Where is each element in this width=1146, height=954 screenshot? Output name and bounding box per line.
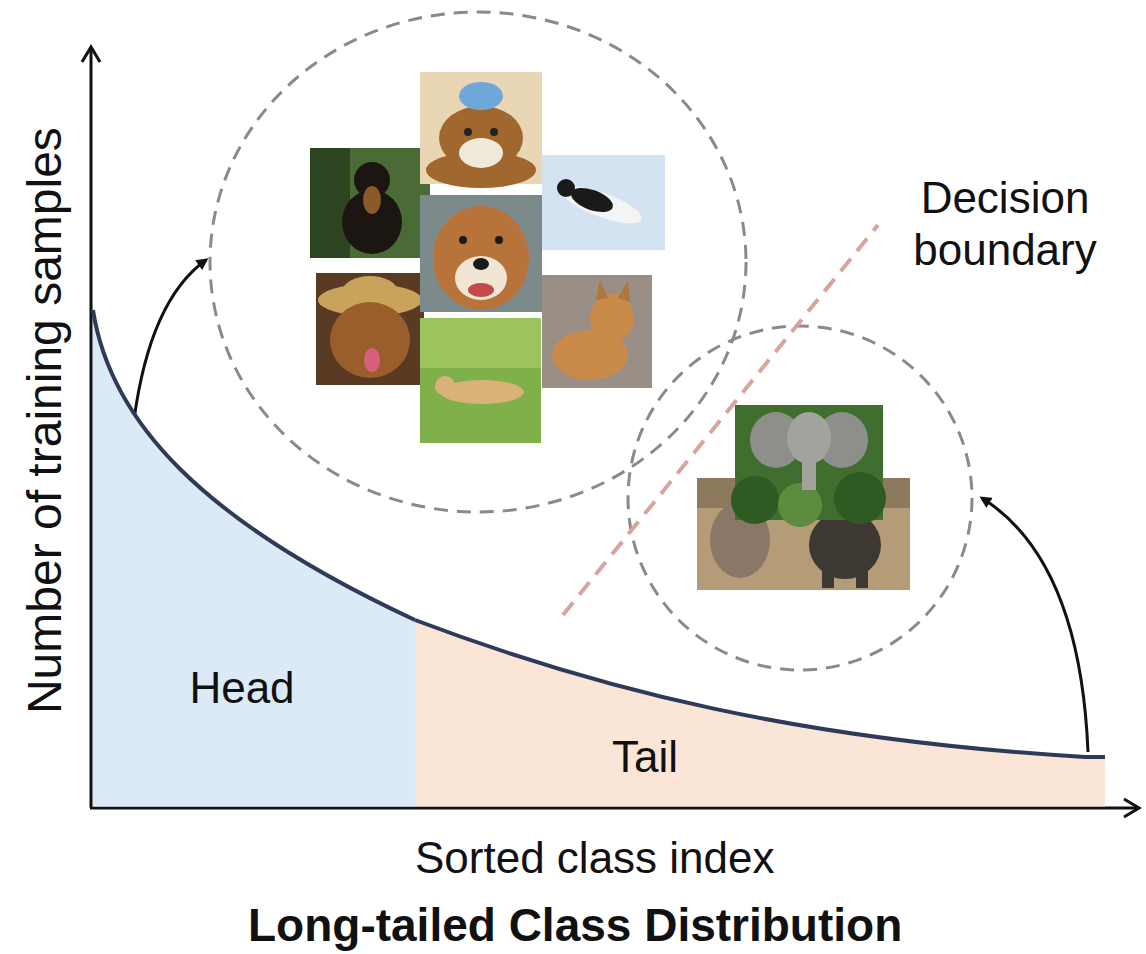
dog-photo <box>542 275 652 388</box>
dog-photo-part <box>468 283 494 297</box>
dog-photo-part <box>557 179 575 197</box>
dog-photo <box>420 318 541 443</box>
axes-part <box>90 807 1138 810</box>
dog-photo-part <box>420 318 541 368</box>
dog-photo-part <box>330 302 410 378</box>
dog-photo <box>310 148 430 258</box>
dashed-cluster-part <box>210 12 746 512</box>
dog-photo-part <box>464 128 472 136</box>
dog-photo-part <box>495 236 503 244</box>
dog-photo <box>542 155 665 250</box>
leader-arrow <box>134 260 1088 752</box>
annotation-label: Decision boundary <box>895 172 1115 276</box>
dog-photo-part <box>459 138 503 168</box>
figure-caption: Long-tailed Class Distribution <box>248 899 902 952</box>
dashed-cluster-part <box>628 326 972 670</box>
dog-photo-part <box>420 195 542 312</box>
distribution-curve <box>415 620 1105 757</box>
distribution-curve <box>93 310 415 620</box>
axis-title: Number of training samples <box>16 127 71 714</box>
dog-photo-part <box>568 183 616 217</box>
dog-photo-part <box>316 273 424 385</box>
region-label: Tail <box>612 732 678 783</box>
dog-photo-part <box>473 258 489 270</box>
dog-photo-part <box>310 148 430 258</box>
elephant-photo-part <box>856 560 868 588</box>
axis-title: Sorted class index <box>415 833 775 884</box>
tail-region-shape <box>415 600 1107 808</box>
dog-photo-part <box>455 256 507 300</box>
head-region: Head <box>92 300 415 808</box>
axes <box>90 48 1138 808</box>
region-fill <box>415 620 1105 807</box>
dog-photo <box>420 195 542 312</box>
dashed-cluster <box>210 12 972 670</box>
elephant-photo-part <box>822 560 834 588</box>
dog-photo-part <box>439 106 523 170</box>
dog-photo-part <box>364 348 380 372</box>
leader-arrow-part <box>982 498 1088 752</box>
dog-photo-part <box>590 294 634 342</box>
dog-photo-part <box>310 148 350 258</box>
dog-photo-part <box>435 376 455 396</box>
dog-photo-part <box>420 318 541 443</box>
tail-region: Tail <box>415 600 1107 808</box>
head-region-shape <box>92 300 415 808</box>
dog-photo-part <box>363 186 381 214</box>
leader-arrow-part <box>134 260 206 420</box>
elephant-photo-part <box>834 472 886 524</box>
decision-boundary <box>563 225 878 615</box>
dog-photo <box>420 72 542 188</box>
dog-photo-part <box>542 275 652 388</box>
dog-photo-part <box>459 82 503 110</box>
axes-part <box>90 48 93 808</box>
dog-photo-part <box>542 155 665 250</box>
dog-photo-part <box>596 280 630 302</box>
elephant-photo <box>731 405 886 527</box>
elephant-photo-part <box>802 450 816 490</box>
dog-photo-part <box>433 206 529 310</box>
region-label: Head <box>189 663 294 714</box>
dog-photo <box>316 273 424 385</box>
dog-photo-part <box>459 236 467 244</box>
region-fill <box>93 310 415 807</box>
elephant-photo-part <box>731 476 779 524</box>
dog-photo-part <box>490 128 498 136</box>
